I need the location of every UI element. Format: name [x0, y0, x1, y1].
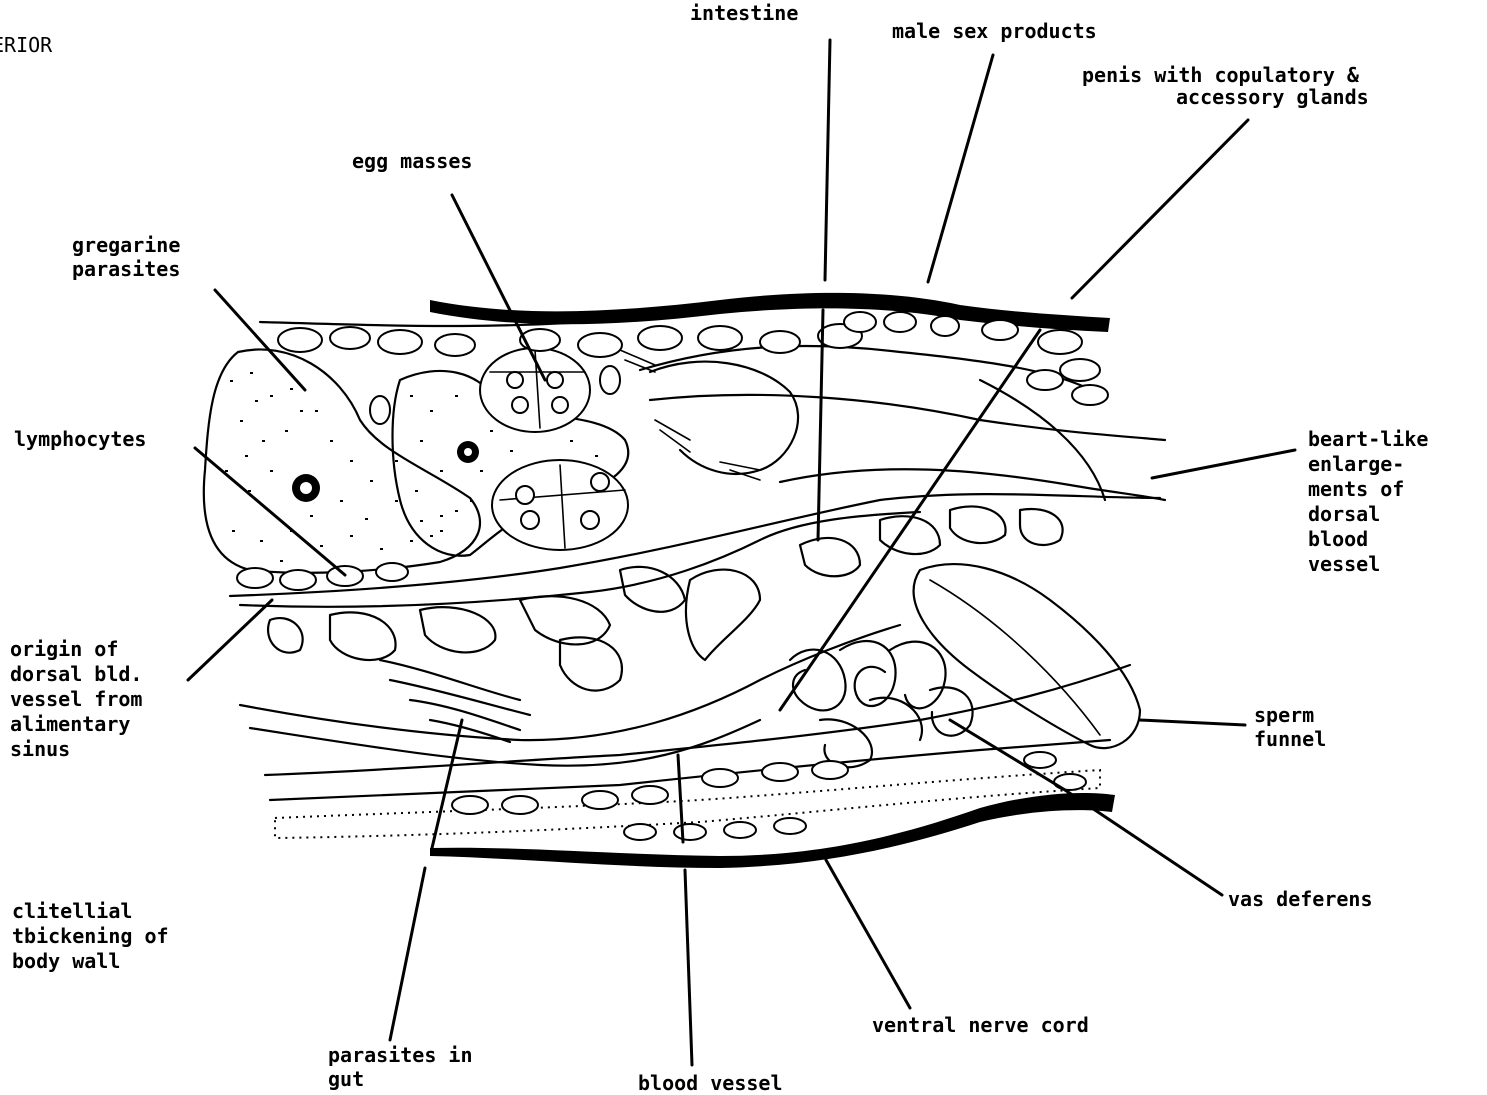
- vas-deferens-coils: [790, 641, 973, 767]
- leader-vas-deferens: [1065, 790, 1222, 895]
- nucleus-inner-left: [300, 482, 312, 494]
- leader-lymphocytes: [195, 448, 345, 575]
- label-parasites-line2: gut: [328, 1067, 364, 1091]
- heart-vessel-line: [780, 469, 1165, 500]
- leader-nerve-cord: [826, 860, 910, 1008]
- leader-intestine: [825, 40, 830, 280]
- specimen-drawing: [204, 293, 1165, 868]
- label-sperm-line1: sperm: [1254, 703, 1314, 727]
- label-male-sex-products: male sex products: [892, 19, 1097, 43]
- label-intestine: intestine: [690, 1, 798, 25]
- stipple-left: [225, 372, 458, 562]
- leader-blood-vessel: [685, 870, 692, 1065]
- leader-heart: [1152, 450, 1295, 478]
- upper-inner-contour: [640, 346, 1100, 395]
- label-origin-line5: sinus: [10, 737, 70, 761]
- gut-lower-line-2: [250, 720, 760, 766]
- label-origin-line1: origin of: [10, 637, 118, 661]
- lymphocyte-row: [237, 563, 408, 590]
- label-heart-line5: blood: [1308, 527, 1368, 551]
- leader-lines: [188, 40, 1295, 1065]
- label-anterior: ERIOR: [0, 33, 53, 57]
- label-lymphocytes: lymphocytes: [14, 427, 146, 451]
- label-heart-line1: beart-like: [1308, 427, 1428, 451]
- label-sperm-line2: funnel: [1254, 727, 1326, 751]
- label-ventral-nerve-cord: ventral nerve cord: [872, 1013, 1089, 1037]
- gregarine-cell-left: [204, 349, 480, 572]
- sperm-funnel: [914, 564, 1140, 748]
- leader-parasites-gut-2: [432, 720, 462, 848]
- labels: ERIOR intestine male sex products penis …: [0, 1, 1428, 1095]
- dorsal-wall-cells: [278, 312, 1108, 424]
- label-vas-deferens: vas deferens: [1228, 887, 1373, 911]
- label-clitellial-line3: body wall: [12, 949, 120, 973]
- heart-enlargement: [650, 362, 798, 474]
- nucleus-inner-right: [464, 448, 472, 456]
- label-gregarine-line1: gregarine: [72, 233, 180, 257]
- leader-male-sex-products: [928, 55, 993, 282]
- label-clitellial-line2: tbickening of: [12, 924, 169, 948]
- label-heart-line3: ments of: [1308, 477, 1404, 501]
- leader-intestine-lower: [818, 310, 823, 540]
- leader-origin: [188, 600, 272, 680]
- label-origin-line3: vessel from: [10, 687, 142, 711]
- leader-sperm-funnel: [1140, 720, 1245, 725]
- label-penis-line1: penis with copulatory &: [1082, 63, 1360, 87]
- label-heart-line6: vessel: [1308, 552, 1380, 576]
- label-gregarine-line2: parasites: [72, 257, 180, 281]
- leader-penis: [1072, 120, 1248, 298]
- label-heart-line4: dorsal: [1308, 502, 1380, 526]
- label-egg-masses: egg masses: [352, 149, 472, 173]
- label-clitellial-line1: clitellial: [12, 899, 132, 923]
- label-penis-line2: accessory glands: [1176, 85, 1369, 109]
- label-origin-line4: alimentary: [10, 712, 130, 736]
- leader-parasites-gut: [390, 868, 425, 1040]
- label-blood-vessel: blood vessel: [638, 1071, 783, 1095]
- gut-lower-line: [240, 625, 900, 740]
- label-heart-line2: enlarge-: [1308, 452, 1404, 476]
- label-origin-line2: dorsal bld.: [10, 662, 142, 686]
- label-parasites-line1: parasites in: [328, 1043, 473, 1067]
